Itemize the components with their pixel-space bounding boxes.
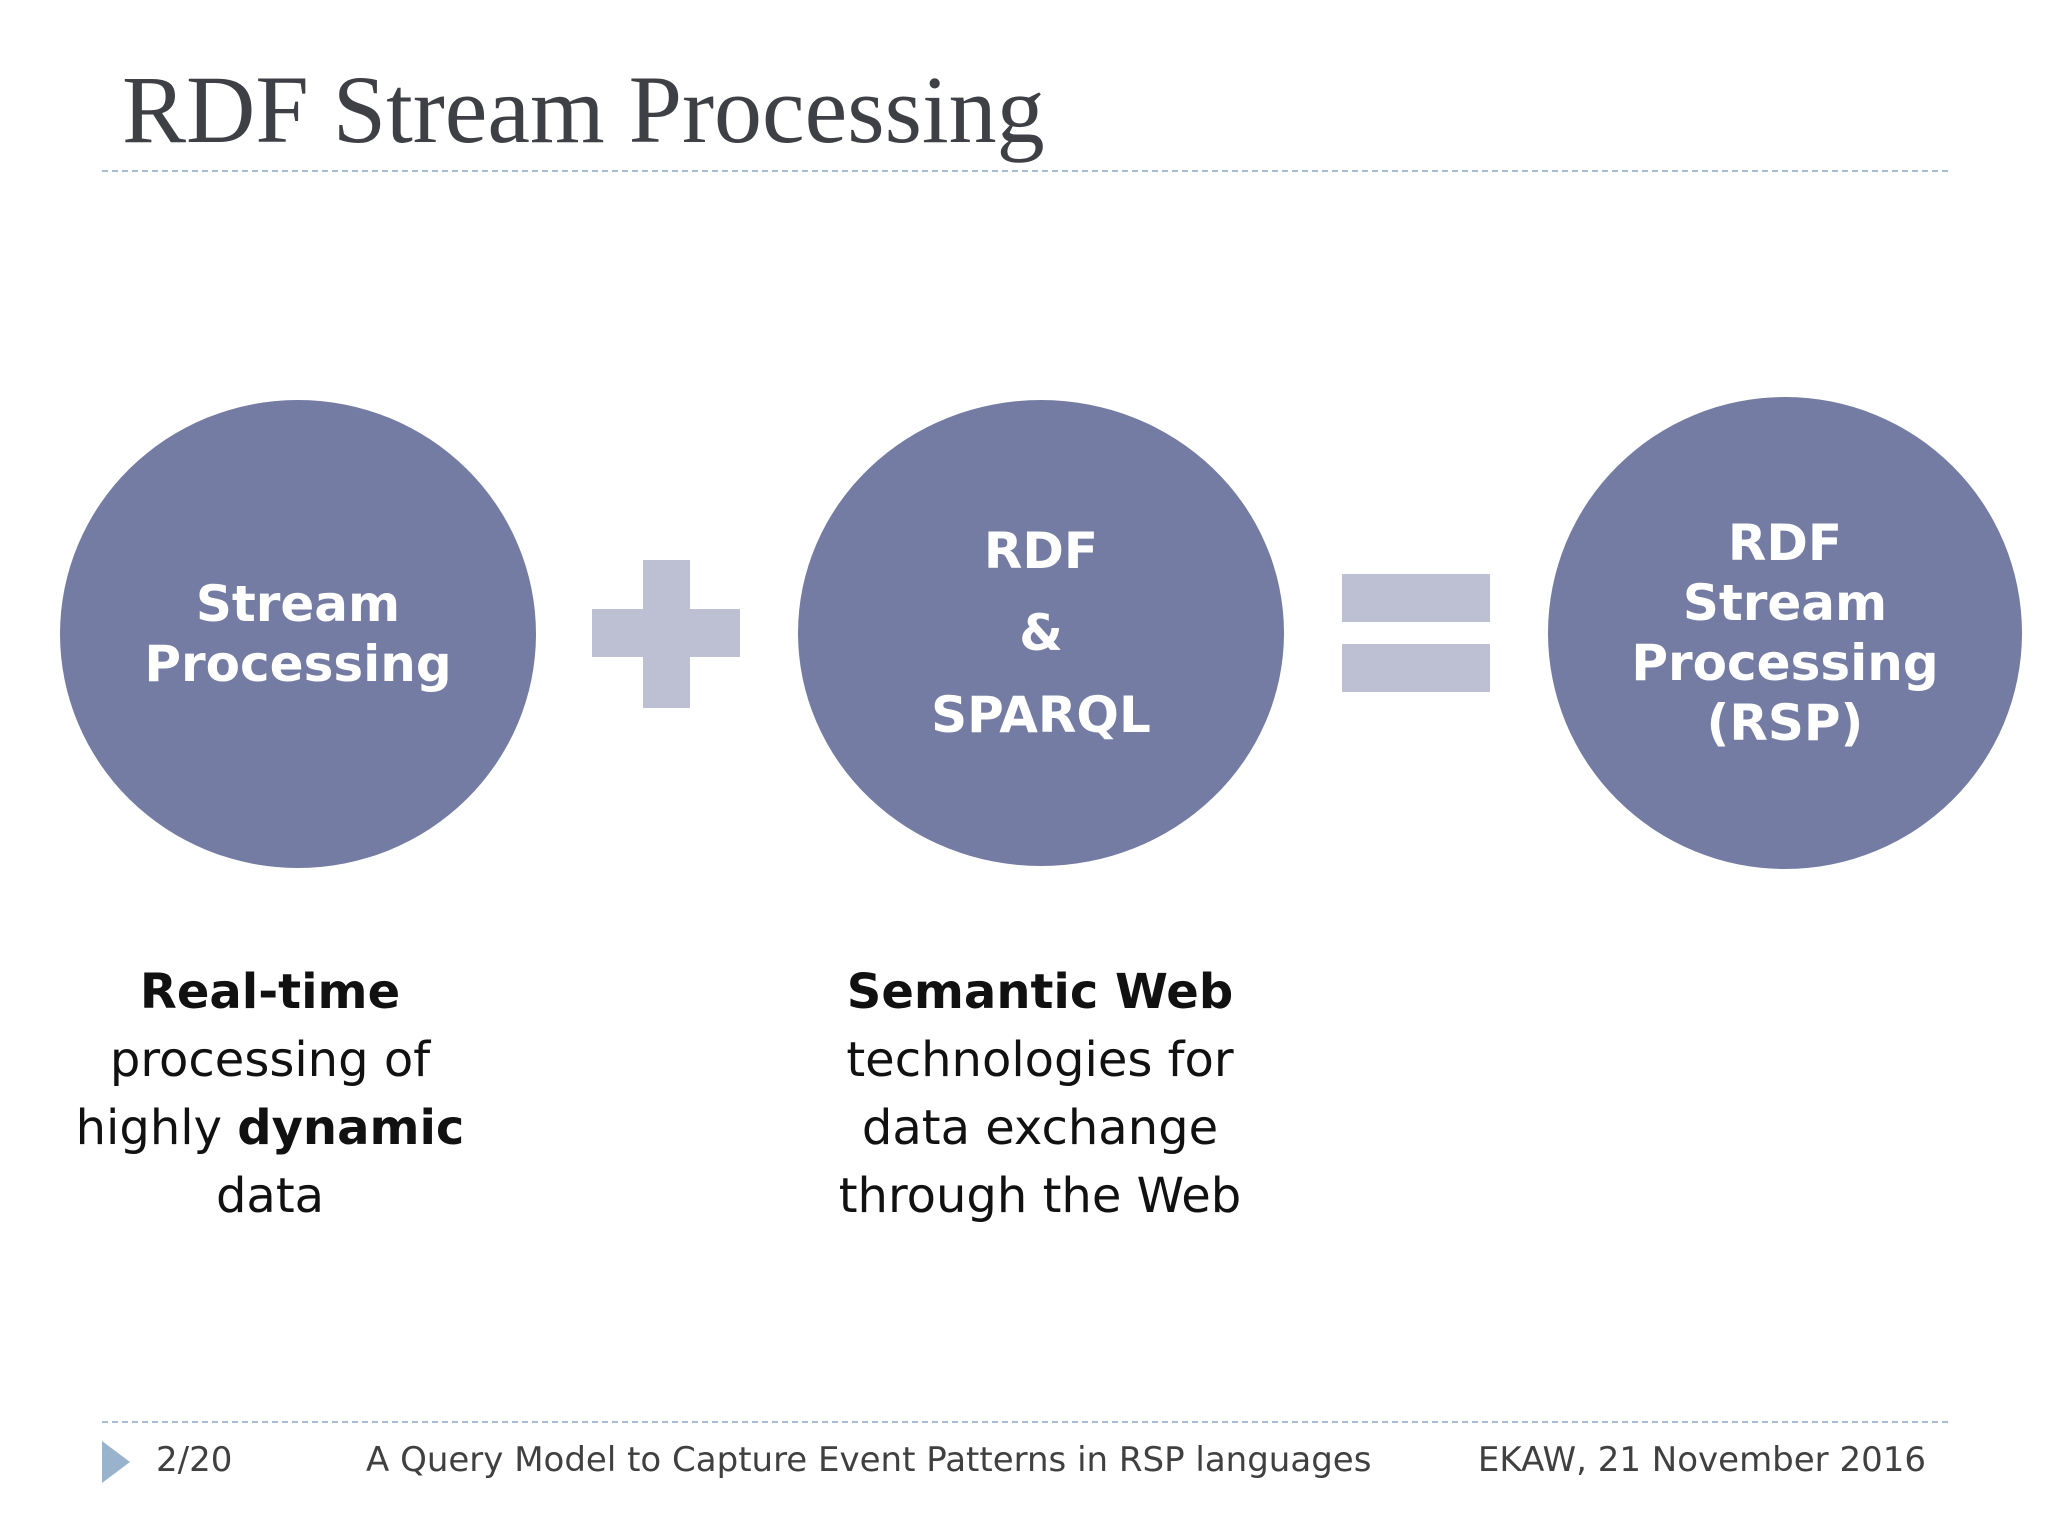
footer-talk-title: A Query Model to Capture Event Patterns … [366, 1440, 1372, 1480]
description-line: highly dynamic [60, 1094, 480, 1162]
triangle-bullet-icon [102, 1441, 130, 1483]
rsp-circle: RDF Stream Processing (RSP) [1548, 397, 2022, 869]
description-line: data exchange [861, 1100, 1219, 1156]
circle-label-line: Stream [195, 575, 401, 633]
footer-divider [102, 1421, 1948, 1423]
equals-operator-icon [1342, 574, 1490, 692]
semantic-web-description: Semantic Web technologies for data excha… [800, 958, 1280, 1230]
rdf-sparql-circle: RDF & SPARQL [798, 400, 1284, 866]
slide-number: 2/20 [156, 1440, 233, 1480]
slide-title: RDF Stream Processing [122, 56, 1045, 163]
description-bold-text: Semantic Web [846, 964, 1234, 1020]
circle-label-line: & [1019, 604, 1063, 662]
circle-label-line: Processing [144, 635, 452, 693]
equals-bottom-bar [1342, 644, 1490, 692]
circle-label-line: Processing [1631, 634, 1939, 692]
description-text: highly [75, 1100, 238, 1156]
title-divider [102, 170, 1948, 172]
circle-label-line: RDF [983, 522, 1099, 580]
rsp-circle-label: RDF Stream Processing (RSP) [1631, 513, 1938, 753]
description-line: through the Web [838, 1168, 1242, 1224]
description-line: Real-time [60, 958, 480, 1026]
stream-processing-circle: Stream Processing [60, 400, 536, 868]
equals-top-bar [1342, 574, 1490, 622]
description-line: technologies for [846, 1032, 1234, 1088]
plus-operator-icon [592, 560, 740, 708]
circle-label-line: (RSP) [1706, 694, 1864, 752]
description-bold-text: dynamic [237, 1100, 465, 1156]
footer-event-date: EKAW, 21 November 2016 [1477, 1440, 1926, 1480]
description-line: processing of [109, 1032, 431, 1088]
stream-processing-description: Real-time processing of highly dynamic d… [60, 958, 480, 1230]
circle-label-line: Stream [1682, 574, 1888, 632]
stream-processing-circle-label: Stream Processing [144, 574, 451, 694]
description-line: Semantic Web [800, 958, 1280, 1026]
description-bold-text: Real-time [139, 964, 401, 1020]
circle-label-line: RDF [1727, 514, 1843, 572]
description-line: data [215, 1168, 325, 1224]
rdf-sparql-circle-label: RDF & SPARQL [931, 510, 1151, 756]
circle-label-line: SPARQL [931, 686, 1151, 744]
plus-vertical-bar [643, 560, 690, 708]
